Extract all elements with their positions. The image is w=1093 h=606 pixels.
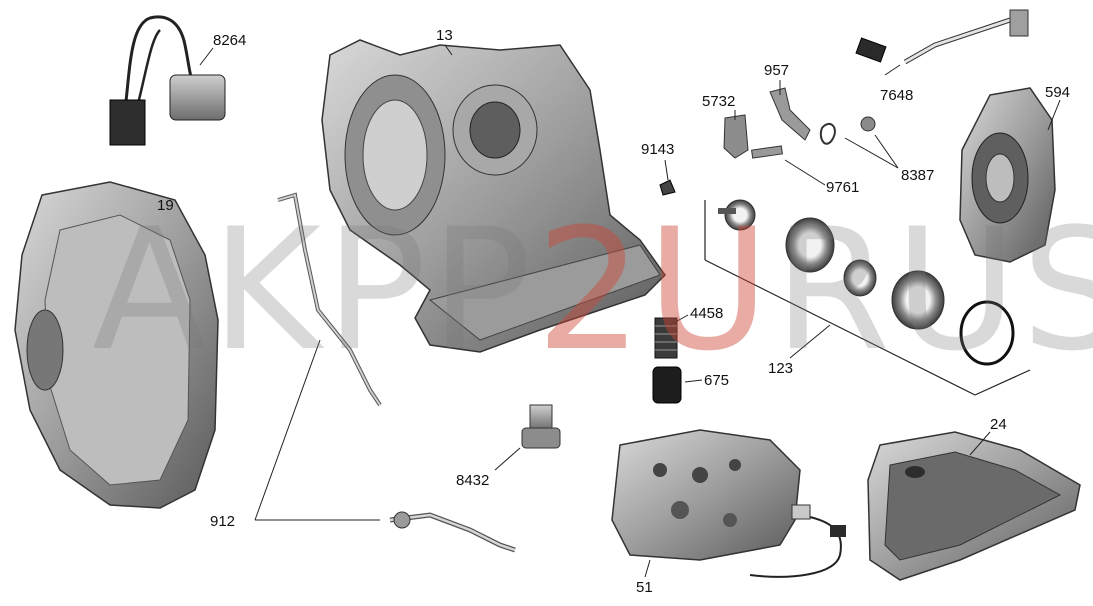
- callout-13: 13: [436, 27, 453, 44]
- bell-housing-19: [14, 181, 219, 509]
- callout-594: 594: [1045, 84, 1071, 101]
- callout-912: 912: [210, 513, 236, 530]
- callout-19: 19: [157, 197, 174, 214]
- pipes-912: [277, 192, 516, 553]
- leader-lines: [199, 44, 1061, 578]
- transmission-case-13: [321, 39, 666, 353]
- callout-9761: 9761: [826, 179, 860, 196]
- callout-5732: 5732: [702, 93, 736, 110]
- callout-7648: 7648: [880, 87, 914, 104]
- valve-body-51: [611, 429, 846, 578]
- callout-123: 123: [768, 360, 794, 377]
- seal-675: [652, 366, 682, 404]
- clip-9143: [659, 179, 676, 196]
- callout-9143: 9143: [641, 141, 675, 158]
- housing-594: [959, 87, 1056, 263]
- fitting-8432: [521, 404, 561, 449]
- levers-5732-957: [723, 87, 876, 159]
- callout-675: 675: [704, 372, 730, 389]
- assembly-123: [704, 199, 1031, 396]
- spring-4458: [654, 317, 678, 359]
- oil-pan-24: [867, 431, 1081, 581]
- callout-51: 51: [636, 579, 653, 596]
- callout-4458: 4458: [690, 305, 724, 322]
- sensor-cable-7648: [855, 9, 1029, 65]
- callout-24: 24: [990, 416, 1007, 433]
- callout-8264: 8264: [213, 32, 247, 49]
- callout-8387: 8387: [901, 167, 935, 184]
- callout-8432: 8432: [456, 472, 490, 489]
- harness-8264: [109, 15, 226, 146]
- callout-957: 957: [764, 62, 790, 79]
